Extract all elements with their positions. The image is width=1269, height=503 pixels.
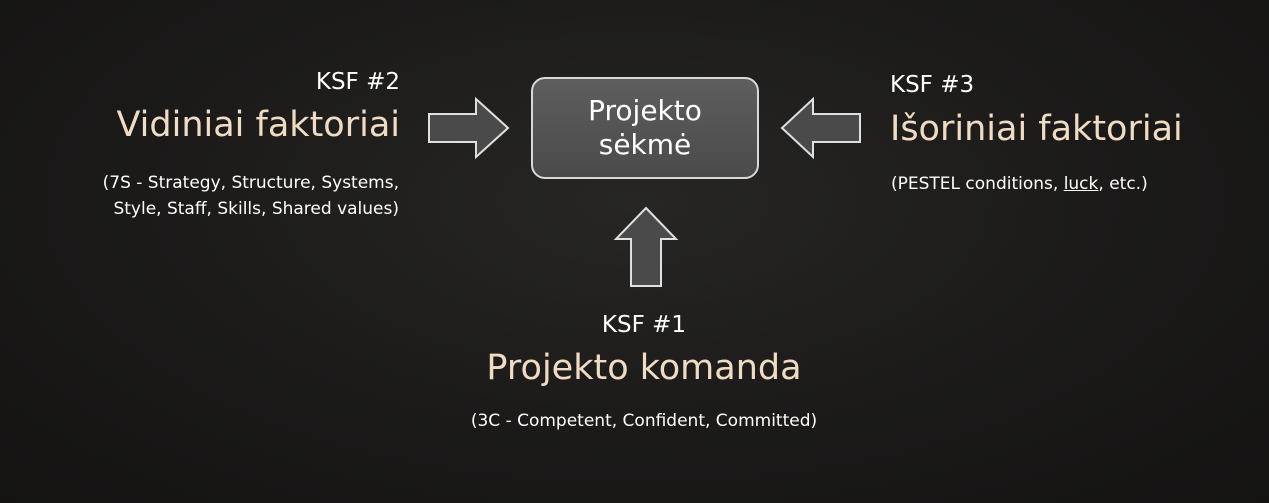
external-factors-desc: (PESTEL conditions, luck, etc.) (891, 172, 1148, 196)
ksf-2-label: KSF #2 (315, 69, 400, 95)
external-factors-desc-post: , etc.) (1098, 174, 1148, 194)
internal-factors-title: Vidiniai faktoriai (116, 105, 400, 145)
internal-factors-desc-line-1: (7S - Strategy, Structure, Systems, (102, 173, 399, 193)
ksf-1-label: KSF #1 (601, 312, 687, 338)
internal-factors-desc-line-2: Style, Staff, Skills, Shared values) (113, 199, 399, 219)
project-success-label: Projekto sėkmė (545, 94, 745, 162)
left-arrow-icon (780, 96, 861, 160)
external-factors-desc-luck: luck (1063, 174, 1099, 194)
external-factors-title: Išoriniai faktoriai (890, 109, 1183, 149)
project-success-line-2: sėkmė (598, 128, 692, 161)
project-success-box: Projekto sėkmė (531, 77, 759, 179)
project-team-desc: (3C - Competent, Confident, Committed) (470, 411, 818, 431)
right-arrow-icon (428, 96, 510, 160)
up-arrow-icon (613, 206, 679, 287)
external-factors-desc-pre: (PESTEL conditions, (891, 174, 1064, 194)
ksf-3-label: KSF #3 (890, 72, 975, 98)
project-success-line-1: Projekto (588, 94, 702, 127)
project-team-title: Projekto komanda (486, 348, 802, 388)
